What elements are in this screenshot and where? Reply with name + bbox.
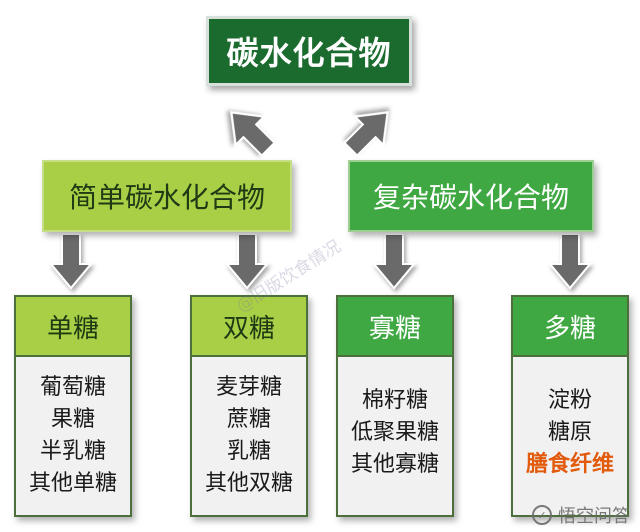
list-item: 淀粉 — [547, 388, 592, 413]
list-item: 麦芽糖 — [215, 375, 282, 400]
arrow-simple-to-monosaccharide — [48, 233, 94, 290]
list-item: 葡萄糖 — [39, 375, 106, 400]
highlighted-list-item: 膳食纤维 — [525, 452, 614, 477]
arrow-complex-to-oligosaccharide — [371, 233, 417, 290]
monosaccharide-card: 单糖 葡萄糖 果糖 半乳糖 其他单糖 — [14, 295, 132, 517]
arrow-root-to-simple — [230, 111, 276, 157]
oligosaccharide-card: 寡糖 棉籽糖 低聚果糖 其他寡糖 — [336, 295, 454, 517]
card-title: 多糖 — [513, 297, 627, 357]
card-title: 单糖 — [16, 297, 130, 357]
arrow-simple-to-disaccharide — [224, 233, 270, 290]
list-item: 低聚果糖 — [350, 420, 439, 445]
complex-carbohydrates-node: 复杂碳水化合物 — [348, 160, 594, 232]
root-label: 碳水化合物 — [226, 34, 392, 72]
simple-carbohydrates-node: 简单碳水化合物 — [42, 160, 292, 232]
list-item: 乳糖 — [226, 439, 271, 464]
card-title: 双糖 — [192, 297, 306, 357]
card-item-list: 麦芽糖 蔗糖 乳糖 其他双糖 — [192, 357, 306, 515]
card-title: 寡糖 — [338, 297, 452, 357]
card-item-list: 棉籽糖 低聚果糖 其他寡糖 — [338, 357, 452, 515]
list-item: 其他双糖 — [204, 471, 293, 496]
disaccharide-card: 双糖 麦芽糖 蔗糖 乳糖 其他双糖 — [190, 295, 308, 517]
complex-carbohydrates-label: 复杂碳水化合物 — [372, 181, 569, 214]
arrow-complex-to-polysaccharide — [547, 233, 593, 290]
card-item-list: 淀粉 糖原 膳食纤维 — [513, 357, 627, 515]
list-item: 棉籽糖 — [361, 388, 428, 413]
list-item: 其他寡糖 — [350, 452, 439, 477]
list-item: 糖原 — [547, 420, 592, 445]
arrow-root-to-complex — [343, 111, 389, 157]
list-item: 蔗糖 — [226, 407, 271, 432]
list-item: 半乳糖 — [39, 439, 106, 464]
watermark: ✓ 悟空问答 — [532, 504, 630, 527]
card-item-list: 葡萄糖 果糖 半乳糖 其他单糖 — [16, 357, 130, 515]
simple-carbohydrates-label: 简单碳水化合物 — [68, 181, 265, 214]
watermark-text: 悟空问答 — [558, 506, 630, 527]
list-item: 其他单糖 — [28, 471, 117, 496]
polysaccharide-card: 多糖 淀粉 糖原 膳食纤维 — [511, 295, 629, 517]
chat-bubble-icon: ✓ — [532, 505, 552, 525]
root-node: 碳水化合物 — [206, 16, 412, 86]
list-item: 果糖 — [50, 407, 95, 432]
